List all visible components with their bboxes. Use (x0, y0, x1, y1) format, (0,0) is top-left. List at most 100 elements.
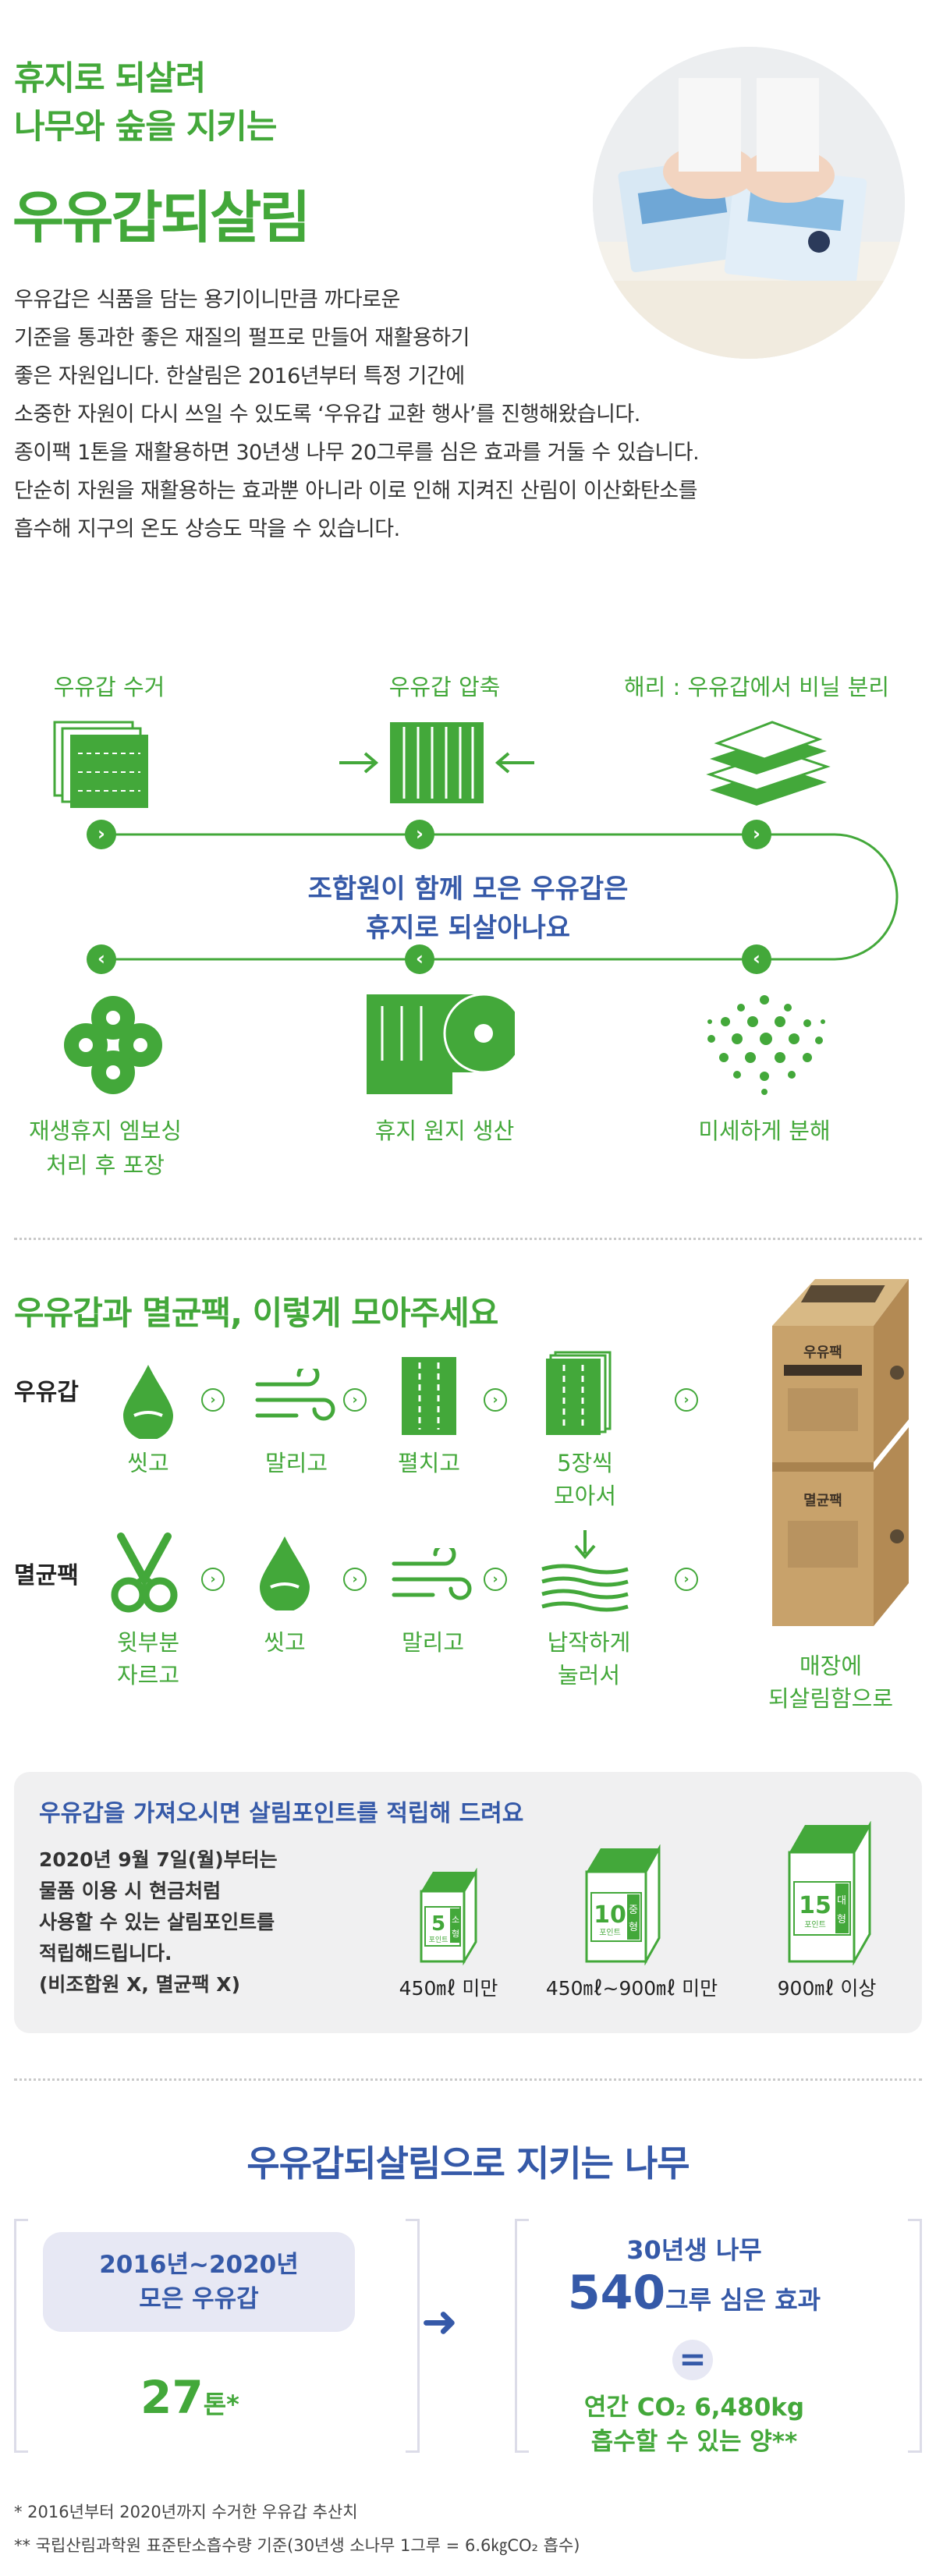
intro-line: 단순히 자원을 재활용하는 효과뿐 아니라 이로 인해 지켜진 산림이 이산화탄… (14, 479, 697, 503)
layered-sheets-icon (706, 721, 831, 806)
step-label-collect: 우유갑 수거 (53, 674, 165, 700)
center-line-1: 조합원이 함께 모은 우유갑은 (307, 873, 629, 905)
tree-age-label: 30년생 나무 (626, 2235, 762, 2265)
milk-carton-row-label: 우유갑 (14, 1379, 79, 1406)
sterile-step-wash: 씻고 (264, 1629, 306, 1656)
intro-line: 흡수해 지구의 온도 상승도 막을 수 있습니다. (14, 517, 400, 541)
center-line-2: 휴지로 되살아나요 (365, 912, 571, 944)
period-line-2: 모은 우유갑 (139, 2285, 259, 2313)
small-size-char2: 형 (452, 1929, 459, 1939)
svg-text:대: 대 (837, 1895, 846, 1907)
cut-line-2: 자르고 (116, 1662, 180, 1688)
wind-icon (255, 1369, 335, 1421)
flow-arrow-right: › (87, 820, 116, 849)
flow-arrow-left: ‹ (742, 944, 771, 974)
points-desc-line: (비조합원 X, 멸균팩 X) (39, 1973, 241, 1996)
flow-arrow-left: ‹ (87, 944, 116, 974)
collection-period-box: 2016년~2020년 모은 우유갑 (43, 2232, 355, 2332)
small-carton-points: 5 (431, 1912, 445, 1936)
stacked-cartons-icon (53, 721, 148, 808)
step-chevron: › (484, 1568, 507, 1591)
gather-line-1: 5장씩 (557, 1450, 613, 1476)
step-chevron: › (675, 1568, 698, 1591)
step-chevron: › (675, 1388, 698, 1412)
co2-absorption: 연간 CO₂ 6,480kg 흡수할 수 있는 양** (499, 2390, 889, 2459)
co2-line-2: 흡수할 수 있는 양** (590, 2428, 798, 2456)
section-divider (14, 1238, 922, 1240)
title-line-2: 나무와 숲을 지키는 (14, 108, 277, 147)
left-bracket-close (406, 2219, 420, 2453)
sterile-step-flatten: 납작하게 눌러서 (530, 1626, 647, 1692)
right-bracket-close (908, 2219, 922, 2453)
points-desc-line: 적립해드립니다. (39, 1942, 172, 1965)
water-drop-icon (123, 1365, 173, 1439)
compress-icon (339, 722, 534, 803)
medium-carton-icon: 10 포인트 중 형 (585, 1844, 661, 1965)
process-center-message: 조합원이 함께 모은 우유갑은 휴지로 되살아나요 (218, 870, 718, 948)
collect-section-title: 우유갑과 멸균팩, 이렇게 모아주세요 (14, 1294, 498, 1332)
point-word: 포인트 (429, 1936, 448, 1944)
packaging-line-1: 재생휴지 엠보싱 (29, 1118, 182, 1144)
footnote-2: ** 국립산림과학원 표준탄소흡수량 기준(30년생 소나무 1그루 = 6.6… (14, 2536, 580, 2555)
milk-step-wash: 씻고 (127, 1450, 169, 1476)
intro-line: 소중한 자원이 다시 쓰일 수 있도록 ‘우유갑 교환 행사’를 진행해왔습니다… (14, 402, 640, 427)
flatten-line-1: 납작하게 (547, 1629, 631, 1656)
intro-text: 우유갑은 식품을 담는 용기이니만큼 까다로운 기준을 통과한 좋은 재질의 펄… (14, 281, 919, 548)
press-down-icon (541, 1530, 629, 1612)
flow-arrow-left: ‹ (405, 944, 434, 974)
step-chevron: › (484, 1388, 507, 1412)
svg-text:형: 형 (837, 1914, 846, 1926)
trees-section-title: 우유갑되살림으로 지키는 나무 (246, 2142, 690, 2184)
step-chevron: › (201, 1388, 225, 1412)
flow-arrow-right: › (405, 820, 434, 849)
point-word: 포인트 (599, 1928, 621, 1937)
page-title: 우유갑되살림 (12, 185, 310, 250)
points-desc-line: 사용할 수 있는 살림포인트를 (39, 1911, 275, 1933)
process-flow-line (101, 833, 899, 961)
step-label-compress: 우유갑 압축 (388, 674, 501, 700)
flow-arrow-right: › (742, 820, 771, 849)
fine-particles-icon (707, 995, 825, 1095)
tree-count-value: 540 (567, 2266, 666, 2320)
point-word: 포인트 (804, 1920, 826, 1929)
step-label-base-paper: 휴지 원지 생산 (374, 1118, 515, 1144)
points-description: 2020년 9월 7일(월)부터는 물품 이용 시 현금처럼 사용할 수 있는 … (39, 1844, 278, 2000)
tree-count-suffix: 그루 심은 효과 (665, 2285, 821, 2315)
points-desc-line: 2020년 9월 7일(월)부터는 (39, 1848, 278, 1871)
result-arrow-icon: ➜ (421, 2297, 458, 2347)
milk-step-dry: 말리고 (264, 1450, 328, 1476)
box-bottom-label: 멸균팩 (803, 1493, 842, 1509)
amount-value: 27 (140, 2371, 204, 2424)
scissors-icon (111, 1532, 178, 1613)
collected-amount: 27톤* (140, 2371, 239, 2424)
points-desc-line: 물품 이용 시 현금처럼 (39, 1880, 222, 1902)
step-chevron: › (343, 1568, 367, 1591)
small-carton-caption: 450㎖ 미만 (399, 1977, 498, 2000)
stack-of-five-icon (546, 1351, 612, 1435)
intro-line: 좋은 자원입니다. 한살림은 2016년부터 특정 기간에 (14, 364, 465, 388)
section-divider (14, 2078, 922, 2081)
recycling-box-illustration: 우유팩 멸균팩 (772, 1279, 909, 1626)
cut-line-1: 윗부분 (116, 1629, 180, 1656)
box-caption-line-1: 매장에 (799, 1653, 863, 1679)
medium-carton-caption: 450㎖~900㎖ 미만 (545, 1977, 718, 2000)
paper-roll-icon (367, 993, 515, 1094)
footnote-1: * 2016년부터 2020년까지 수거한 우유갑 추산치 (14, 2503, 358, 2521)
small-size-char1: 소 (452, 1915, 459, 1925)
small-carton-icon: 5 포인트 소 형 (420, 1868, 477, 1965)
box-caption-line-2: 되살림함으로 (768, 1685, 894, 1712)
sterile-step-cut: 윗부분 자르고 (94, 1626, 203, 1692)
flat-carton-icon (402, 1357, 456, 1435)
equals-badge: = (672, 2340, 713, 2380)
wind-icon (392, 1548, 472, 1600)
gather-line-2: 모아서 (553, 1483, 617, 1509)
right-bracket (515, 2219, 529, 2453)
large-carton-points: 15 (799, 1892, 831, 1919)
intro-line: 기준을 통과한 좋은 재질의 펄프로 만들어 재활용하기 (14, 326, 470, 350)
svg-text:중: 중 (629, 1905, 638, 1916)
points-title: 우유갑을 가져오시면 살림포인트를 적립해 드려요 (39, 1800, 524, 1827)
tree-count: 540그루 심은 효과 (499, 2266, 889, 2320)
water-drop-icon (260, 1536, 310, 1610)
step-label-pulping: 해리 : 우유갑에서 비닐 분리 (623, 674, 890, 700)
